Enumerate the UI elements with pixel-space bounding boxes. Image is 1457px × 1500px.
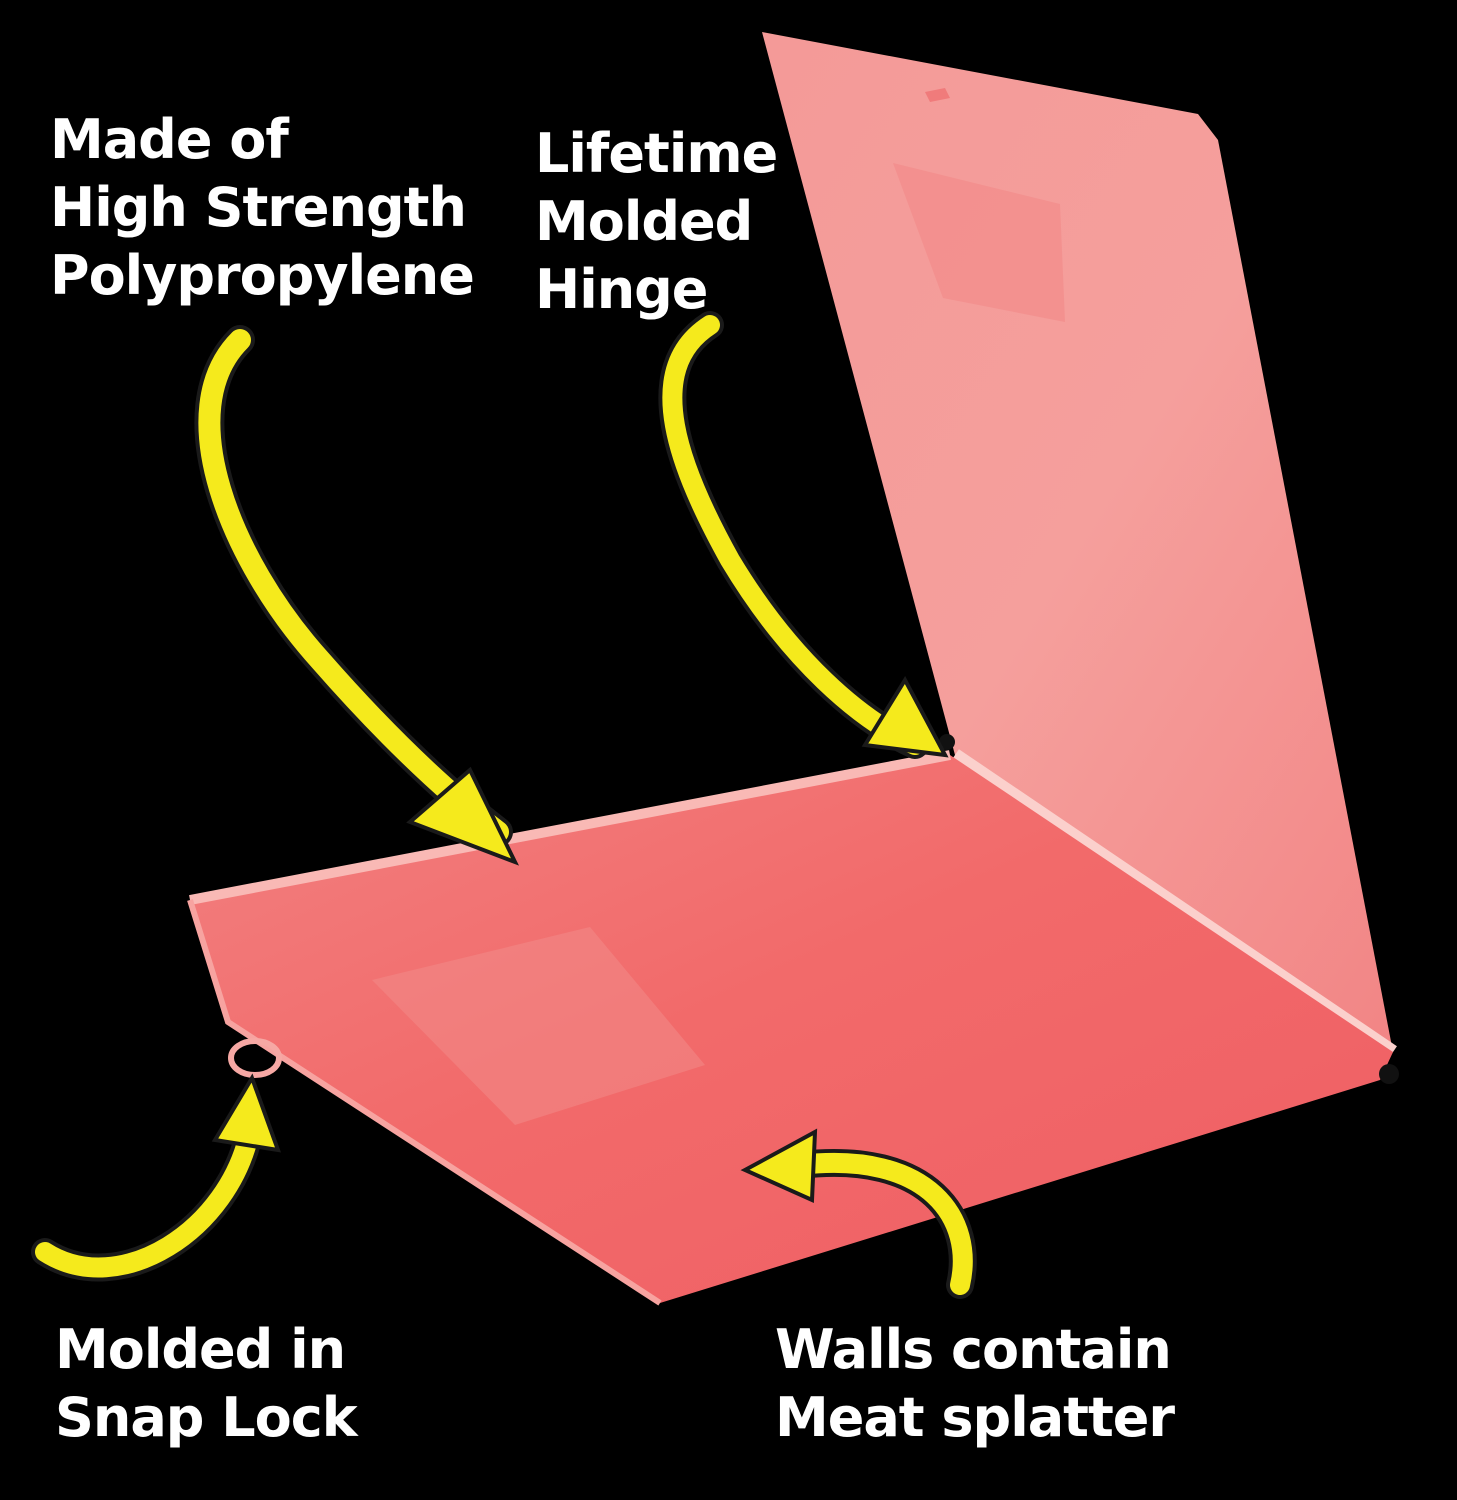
callout-lock-line2: Snap Lock (55, 1386, 358, 1449)
lock-arrow (31, 1073, 282, 1282)
callout-hinge-line3: Hinge (535, 258, 708, 321)
callout-hinge-line1: Lifetime (535, 122, 778, 185)
callout-walls-line2: Meat splatter (775, 1386, 1175, 1449)
lid-tab (925, 88, 950, 102)
hinge-arrow (658, 311, 949, 759)
curved-arrow-icon (861, 675, 949, 758)
callout-hinge: Lifetime Molded Hinge (535, 120, 778, 324)
material-arrow (194, 325, 520, 866)
callout-material-line1: Made of (50, 108, 289, 171)
hinge-knob-bottom (1379, 1064, 1399, 1084)
curved-arrow-icon (211, 1073, 282, 1153)
callout-walls: Walls contain Meat splatter (775, 1316, 1175, 1452)
callout-material-line3: Polypropylene (50, 244, 475, 307)
callout-walls-line1: Walls contain (775, 1318, 1172, 1381)
snap-lock-tab (228, 1038, 282, 1078)
board-lid (762, 32, 1397, 1058)
callout-material-line2: High Strength (50, 176, 467, 239)
curved-arrow-icon (740, 1128, 818, 1204)
base-wall-top (189, 750, 951, 905)
lid-hinge-edge (951, 749, 1397, 1058)
curved-arrow-icon (406, 766, 520, 866)
callout-hinge-line2: Molded (535, 190, 753, 253)
callout-lock-line1: Molded in (55, 1318, 346, 1381)
callout-snap-lock: Molded in Snap Lock (55, 1316, 358, 1452)
board-base (187, 734, 1399, 1306)
lid-embossed-logo (893, 163, 1065, 322)
base-wall-left (187, 899, 662, 1306)
base-embossed-label (372, 927, 705, 1125)
hinge-knob-top (939, 734, 955, 750)
walls-arrow (740, 1128, 977, 1299)
callout-material: Made of High Strength Polypropylene (50, 106, 475, 310)
